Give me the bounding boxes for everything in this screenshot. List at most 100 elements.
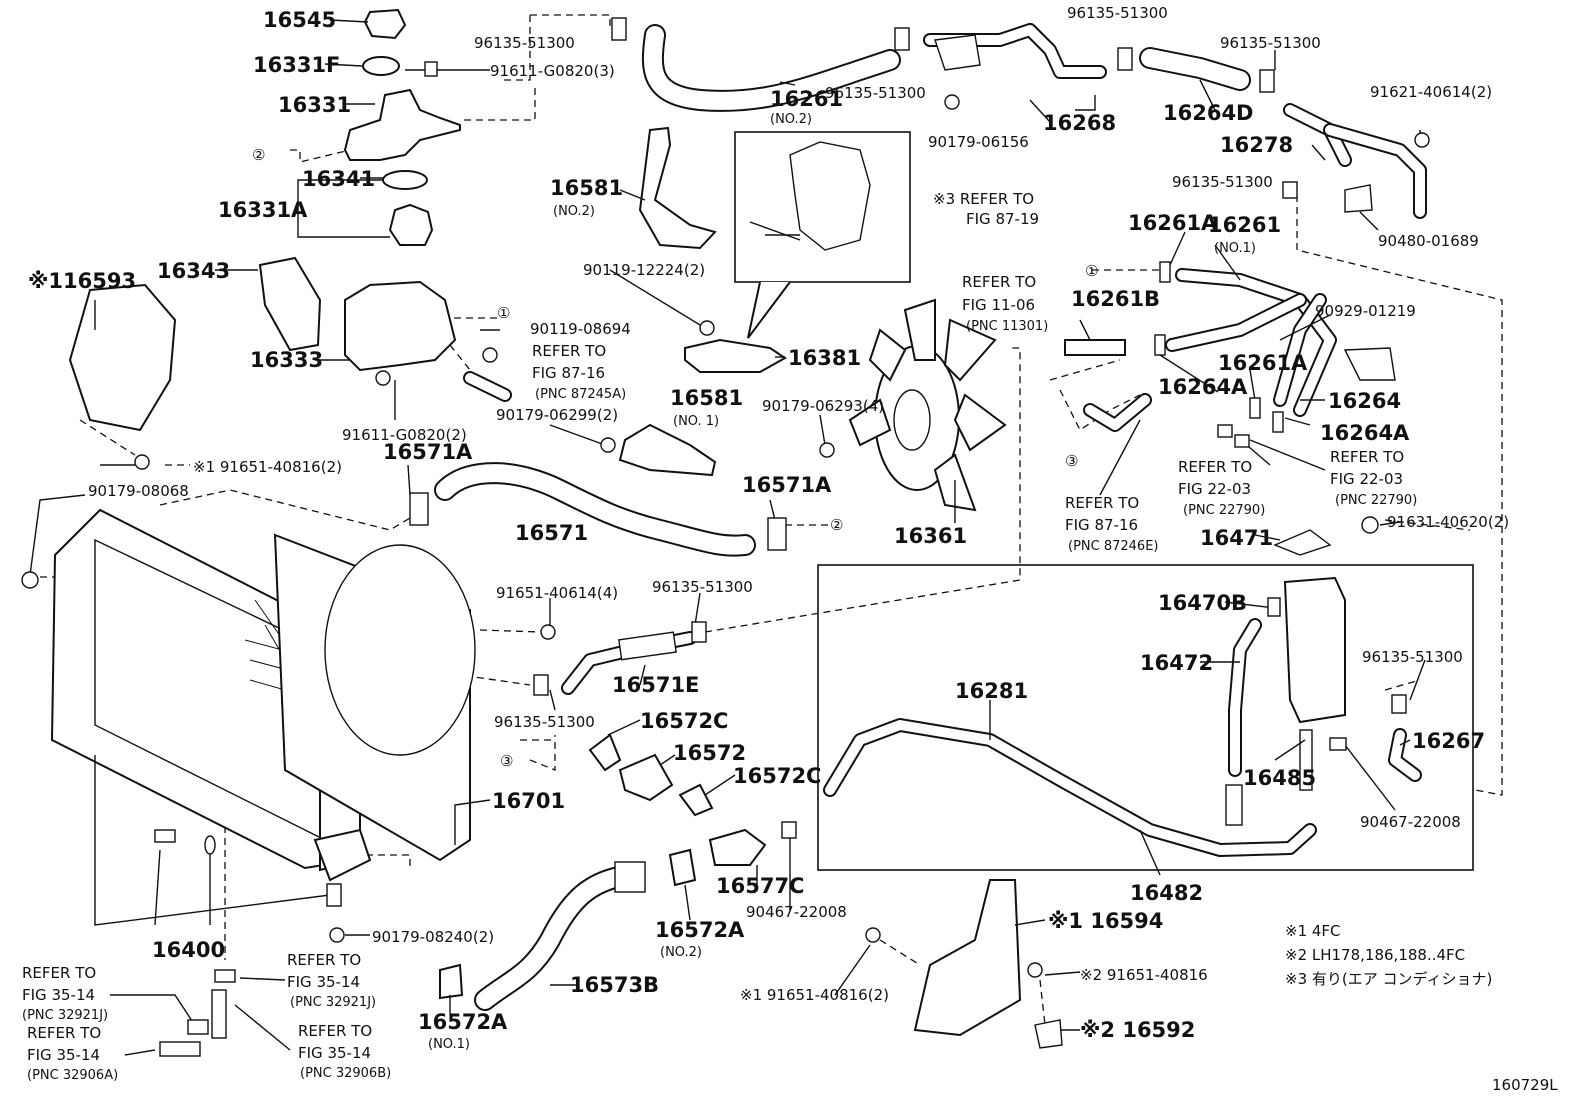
label-16278: 16278	[1220, 133, 1293, 157]
clamp-16572A-no2	[668, 848, 697, 887]
refer-35-14d-l2: FIG 35-14	[298, 1044, 371, 1062]
notes: ※1 4FC ※2 LH178,186,188..4FC ※3 有り(エア コン…	[1285, 922, 1558, 1094]
label-16701: 16701	[492, 789, 565, 813]
refer-35-14a-l2: FIG 35-14	[287, 973, 360, 991]
refer-87-16a-l1: REFER TO	[532, 342, 606, 360]
label-96135-51300-g: 96135-51300	[494, 713, 595, 731]
hose-16281	[823, 718, 1317, 857]
bracket-116593	[68, 283, 177, 432]
label-16264A-a: 16264A	[1158, 375, 1248, 399]
label-16361: 16361	[894, 524, 967, 548]
water-outlet-16331	[343, 88, 461, 161]
hose-16572	[618, 753, 674, 802]
label-16571E: 16571E	[612, 673, 699, 697]
clamp-16572A-no1	[439, 963, 464, 1000]
outlet-16577C	[708, 828, 767, 866]
hose-16267	[1388, 728, 1422, 782]
gasket-16341	[382, 170, 428, 190]
refer-87-16b-l1: REFER TO	[1065, 494, 1139, 512]
thermostat-16331A	[388, 203, 434, 246]
label-90119-08694: 90119-08694	[530, 320, 631, 338]
label-96135-51300-f: 96135-51300	[652, 578, 753, 596]
label-16261A-b: 16261A	[1218, 351, 1308, 375]
refer-87-19-l1: ※3 REFER TO	[933, 190, 1034, 208]
label-90480-01689: 90480-01689	[1378, 232, 1479, 250]
refer-22-03b-l2: FIG 22-03	[1330, 470, 1403, 488]
bracket-16381	[684, 338, 787, 373]
gasket-16331F	[362, 56, 400, 76]
bracket-16581-no1	[618, 423, 717, 477]
label-16577C: 16577C	[716, 874, 804, 898]
bracket-16581-no2	[638, 126, 717, 250]
label-91621-40614: 91621-40614(2)	[1370, 83, 1492, 101]
label-16581-no2: 16581	[550, 176, 623, 200]
diagram-id: 160729L	[1492, 1076, 1558, 1094]
hose-16571	[434, 462, 756, 557]
label-90179-08240: 90179-08240(2)	[372, 928, 494, 946]
hose-pipe-16264A	[1083, 393, 1152, 432]
cap-16545	[363, 8, 407, 40]
refer-35-14b-l2: FIG 35-14	[22, 986, 95, 1004]
label-16571A-a: 16571A	[383, 440, 473, 464]
label-90179-06156: 90179-06156	[928, 133, 1029, 151]
refer-35-14c-l2: FIG 35-14	[27, 1046, 100, 1064]
label-91651-40816-c: ※2 91651-40816	[1080, 966, 1208, 984]
label-16572A-no2-sub: (NO.2)	[660, 945, 702, 960]
refer-87-16a-l2: FIG 87-16	[532, 364, 605, 382]
union-16261B	[1064, 339, 1126, 356]
water-inlet-16333	[344, 280, 457, 372]
part-labels: 16545 16331F 16331 16341 16331A 16343 ※1…	[28, 4, 1509, 1052]
label-16333: 16333	[250, 348, 323, 372]
label-16331A: 16331A	[218, 198, 308, 222]
hose-16573B	[474, 861, 646, 1011]
label-16571: 16571	[515, 521, 588, 545]
inset-pointer	[747, 281, 791, 339]
label-96135-51300-a: 96135-51300	[474, 34, 575, 52]
circle-marks: ② ① ① ② ③ ③	[252, 146, 1098, 770]
ac-bracket-inset	[789, 141, 871, 251]
refer-87-16a-l3: (PNC 87245A)	[535, 387, 626, 402]
label-96135-51300-h: 96135-51300	[1362, 648, 1463, 666]
label-90467-22008-b: 90467-22008	[746, 903, 847, 921]
label-16381: 16381	[788, 346, 861, 370]
label-16343: 16343	[157, 259, 230, 283]
label-16268: 16268	[1043, 111, 1116, 135]
label-16281: 16281	[955, 679, 1028, 703]
label-90929-01219: 90929-01219	[1315, 302, 1416, 320]
label-96135-51300-e: 96135-51300	[1172, 173, 1273, 191]
label-16264D: 16264D	[1163, 101, 1254, 125]
refer-87-19-l2: FIG 87-19	[966, 210, 1039, 228]
hose-16571E	[561, 631, 697, 695]
refer-blocks: ※3 REFER TO FIG 87-19 REFER TO FIG 11-06…	[22, 190, 1417, 1083]
label-16482: 16482	[1130, 881, 1203, 905]
label-16261B: 16261B	[1071, 287, 1160, 311]
pipe-16268	[923, 23, 1107, 79]
hose-87245A	[463, 371, 512, 402]
label-16341: 16341	[302, 167, 375, 191]
leader-lines	[29, 19, 1426, 1056]
note-2: ※2 LH178,186,188..4FC	[1285, 946, 1465, 964]
label-16264: 16264	[1328, 389, 1401, 413]
label-96135-51300-c: 96135-51300	[1067, 4, 1168, 22]
note-3: ※3 有り(エア コンディショナ)	[1285, 970, 1492, 988]
label-91651-40614: 91651-40614(4)	[496, 584, 618, 602]
refer-22-03b-l3: (PNC 22790)	[1335, 493, 1417, 508]
label-16261-no1: 16261	[1208, 213, 1281, 237]
cap-16485	[1299, 729, 1313, 791]
refer-35-14b-l3: (PNC 32921J)	[22, 1008, 108, 1023]
fan-16361	[848, 298, 1007, 512]
refer-11-06-l3: (PNC 11301)	[966, 319, 1048, 334]
refer-35-14c-l3: (PNC 32906A)	[27, 1068, 118, 1083]
label-16331F: 16331F	[253, 53, 340, 77]
label-16572C-a: 16572C	[640, 709, 728, 733]
label-116593: ※116593	[28, 269, 136, 293]
mark-2-thermostat: ②	[252, 146, 265, 164]
bracket-16594	[913, 879, 1022, 1037]
label-91631-40620: 91631-40620(2)	[1387, 513, 1509, 531]
clamp-16572C-a	[588, 733, 622, 772]
label-16571A-b: 16571A	[742, 473, 832, 497]
label-16594: ※1 16594	[1048, 909, 1163, 933]
label-16572C-b: 16572C	[733, 764, 821, 788]
label-16573B: 16573B	[570, 973, 659, 997]
